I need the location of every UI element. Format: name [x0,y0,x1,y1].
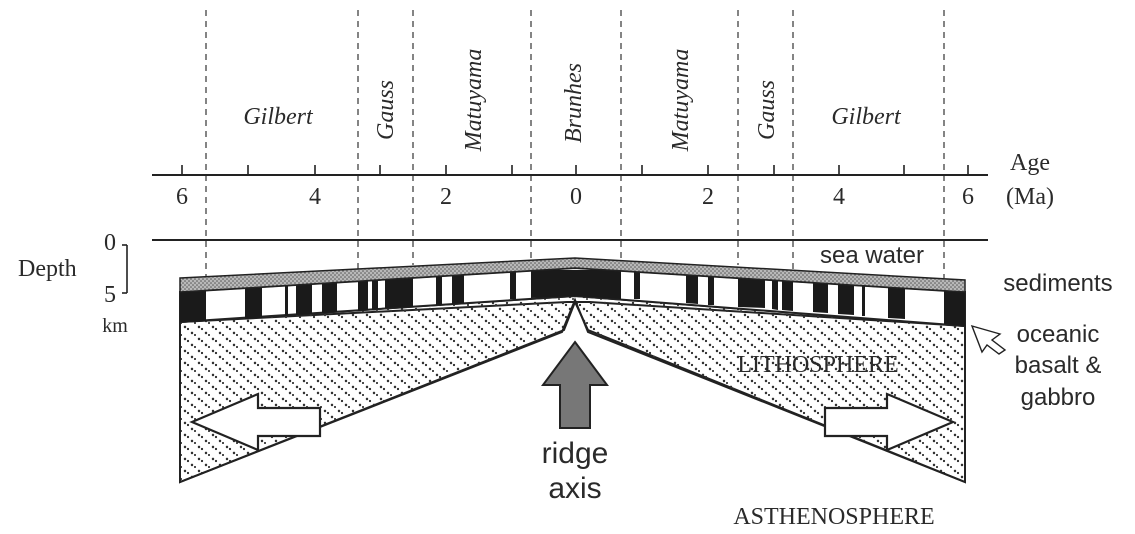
age-tick-6-left: 6 [176,184,188,210]
age-tick-0: 0 [570,184,582,210]
crust-label-line1: oceanic [1017,321,1100,348]
age-tick-4-right: 4 [833,184,845,210]
age-axis-unit: (Ma) [1006,184,1054,210]
age-axis-label: Age [1010,150,1050,176]
age-tick-2-left: 2 [440,184,452,210]
depth-unit: km [102,315,128,337]
axis-label: axis [548,472,601,505]
age-tick-4-left: 4 [309,184,321,210]
age-axis [152,165,988,176]
sea-water-label: sea water [820,242,924,269]
spreading-arrow-right [823,392,956,452]
ridge-label: ridge [542,437,609,470]
epoch-gilbert-right: Gilbert [831,104,902,130]
sediments-label: sediments [1003,270,1112,297]
lithosphere-label: LITHOSPHERE [737,352,898,378]
epoch-gilbert-left: Gilbert [243,104,314,130]
depth-label: Depth [18,256,77,282]
crust-label-line3: gabbro [1021,384,1096,411]
depth-five: 5 [104,282,116,308]
epoch-brunhes: Brunhes [561,63,587,143]
age-tick-6-right: 6 [962,184,974,210]
oceanic-crust [179,266,966,328]
epoch-boundaries [205,10,945,278]
depth-axis [122,244,128,294]
upwelling-arrow [541,340,609,429]
epoch-gauss-right: Gauss [754,80,780,140]
epoch-matuyama-right: Matuyama [668,49,694,153]
epoch-matuyama-left: Matuyama [461,49,487,153]
epoch-gauss-left: Gauss [373,80,399,140]
crust-pointer-arrow [970,324,1007,355]
normal-polarity-stripes [180,270,965,326]
sediment-layer [179,257,966,293]
asthenosphere-label: ASTHENOSPHERE [733,504,934,530]
age-tick-2-right: 2 [702,184,714,210]
depth-zero: 0 [104,230,116,256]
crust-label-line2: basalt & [1015,352,1102,379]
spreading-arrow-left [189,392,322,452]
